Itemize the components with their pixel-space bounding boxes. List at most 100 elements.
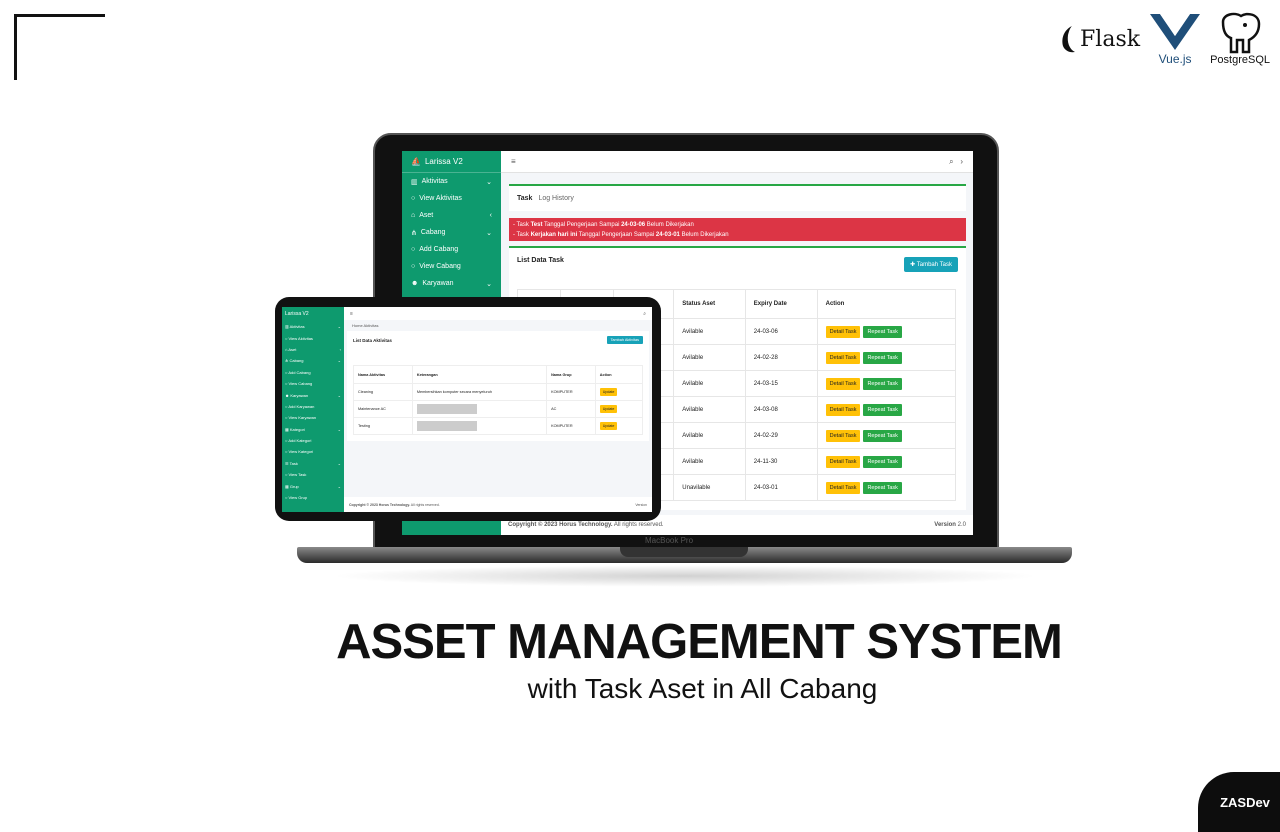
- chevron-icon: ⌄: [486, 229, 492, 237]
- tablet-sidebar-item[interactable]: ○ Add Kategori: [282, 435, 344, 446]
- tablet-menu-icon[interactable]: ≡: [350, 310, 353, 317]
- tab-log-history[interactable]: Log History: [538, 195, 574, 202]
- detail-task-button[interactable]: Detail Task: [825, 429, 861, 442]
- tablet-sidebar-label: Add Karyawan: [288, 403, 315, 409]
- topbar-right: ⌕ ›: [949, 157, 963, 167]
- detail-task-button[interactable]: Detail Task: [825, 351, 861, 364]
- column-header: Status Aset: [673, 289, 746, 319]
- expiry-cell: 24-03-01: [744, 474, 818, 501]
- tablet-sidebar-item[interactable]: ⌂ Aset‹: [282, 344, 344, 355]
- sitemap-icon: ⋔: [285, 358, 290, 364]
- repeat-task-button[interactable]: Repeat Task: [863, 351, 902, 364]
- tablet-sidebar-item[interactable]: ○ View Task: [282, 469, 344, 480]
- circle-icon: ○: [285, 381, 289, 387]
- alert-pre: - Task: [513, 222, 531, 228]
- chevron-icon: ⌄: [337, 426, 341, 432]
- update-button[interactable]: Update: [599, 405, 618, 413]
- sidebar-item[interactable]: ○Add Cabang: [402, 241, 501, 258]
- tablet-sidebar-item[interactable]: ○ Add Karyawan: [282, 401, 344, 412]
- repeat-task-button[interactable]: Repeat Task: [863, 481, 902, 494]
- desc-cell: [411, 417, 548, 435]
- search-icon[interactable]: ⌕: [949, 156, 954, 166]
- expiry-cell: 24-02-28: [744, 344, 818, 371]
- sidebar-item[interactable]: ○View Aktivitas: [402, 190, 501, 207]
- status-cell: Avilable: [673, 448, 746, 475]
- users-icon: ☻: [411, 280, 419, 287]
- alert-post: Belum Dikerjakan: [645, 222, 694, 228]
- chart-icon: ▥: [285, 324, 290, 330]
- chevron-icon: ⌄: [486, 178, 492, 186]
- sidebar-item-left: ○View Cabang: [411, 263, 461, 270]
- tablet-sidebar-item[interactable]: ▦ Kategori⌄: [282, 424, 344, 435]
- laptop-model: MacBook Pro: [645, 536, 694, 545]
- tablet-brand-label: Larissa V2: [285, 311, 309, 317]
- tablet-sidebar-item[interactable]: ⋔ Cabang⌄: [282, 355, 344, 366]
- tablet-sidebar-label: Add Cabang: [288, 369, 311, 375]
- tablet-sidebar-item[interactable]: ▦ Grup⌄: [282, 480, 344, 491]
- sidebar-brand[interactable]: ⛵ Larissa V2: [402, 151, 501, 173]
- chevron-right-icon[interactable]: ›: [960, 156, 963, 166]
- circle-icon: ○: [285, 415, 289, 421]
- add-activity-button[interactable]: Tambah Aktivitas: [606, 336, 643, 344]
- detail-task-button[interactable]: Detail Task: [825, 403, 861, 416]
- sidebar-item-label: Aktivitas: [421, 178, 448, 185]
- repeat-task-button[interactable]: Repeat Task: [863, 455, 902, 468]
- grid-icon: ▦: [285, 483, 290, 489]
- tablet-sidebar-item[interactable]: ○ View Kategori: [282, 446, 344, 457]
- tablet-sidebar-item[interactable]: ○ View Aktivitas: [282, 332, 344, 343]
- detail-task-button[interactable]: Detail Task: [825, 455, 861, 468]
- alert-post: Belum Dikerjakan: [679, 232, 729, 238]
- sidebar-item[interactable]: ⌂Aset‹: [402, 207, 501, 224]
- tablet-sidebar-item[interactable]: ○ View Karyawan: [282, 412, 344, 423]
- desc-cell: Membersihkan komputer secara menyeluruh: [411, 383, 548, 401]
- menu-icon[interactable]: ≡: [511, 157, 516, 166]
- sidebar-item-left: ○View Aktivitas: [411, 195, 462, 202]
- activity-card: List Data Aktivitas Tambah Aktivitas Nam…: [347, 331, 649, 441]
- sidebar-item[interactable]: ○View Cabang: [402, 258, 501, 275]
- repeat-task-button[interactable]: Repeat Task: [863, 325, 902, 338]
- detail-task-button[interactable]: Detail Task: [825, 377, 861, 390]
- tablet-sidebar-item[interactable]: ○ Add Cabang: [282, 367, 344, 378]
- users-icon: ☻: [285, 392, 291, 398]
- tablet-copyright-rights: All rights reserved.: [410, 502, 440, 507]
- tablet-search-icon[interactable]: ⌕: [643, 310, 646, 317]
- tablet-sidebar-item[interactable]: ○ View Grup: [282, 492, 344, 503]
- sidebar-item[interactable]: ▥Aktivitas⌄: [402, 173, 501, 190]
- repeat-task-button[interactable]: Repeat Task: [863, 377, 902, 390]
- repeat-task-button[interactable]: Repeat Task: [863, 429, 902, 442]
- user-plus-icon: ✚: [910, 262, 916, 268]
- corner-frame: [14, 14, 105, 80]
- chevron-icon: ⌄: [337, 483, 341, 489]
- add-activity-label: Tambah Aktivitas: [610, 338, 640, 342]
- tablet-sidebar-item[interactable]: ☻ Karyawan⌄: [282, 389, 344, 400]
- detail-task-button[interactable]: Detail Task: [825, 481, 861, 494]
- tablet-card-title: List Data Aktivitas: [353, 338, 392, 343]
- tablet-sidebar-item[interactable]: ☰ Task⌄: [282, 458, 344, 469]
- status-cell: Unavilable: [673, 474, 746, 501]
- update-button[interactable]: Update: [599, 388, 618, 396]
- detail-task-button[interactable]: Detail Task: [825, 325, 861, 338]
- circle-icon: ○: [285, 369, 289, 375]
- tab-task[interactable]: Task: [517, 195, 533, 202]
- add-task-button[interactable]: ✚ Tambah Task: [904, 257, 958, 272]
- repeat-task-button[interactable]: Repeat Task: [863, 403, 902, 416]
- sidebar-item[interactable]: ⋔Cabang⌄: [402, 224, 501, 241]
- update-button[interactable]: Update: [599, 422, 618, 430]
- tablet-sidebar-left: ⋔ Cabang: [285, 358, 303, 363]
- tablet-sidebar-label: Cabang: [289, 358, 304, 364]
- sidebar-item[interactable]: ☻Karyawan⌄: [402, 275, 501, 292]
- tablet-sidebar-item[interactable]: ○ View Cabang: [282, 378, 344, 389]
- laptop-notch: [620, 547, 748, 557]
- tablet-sidebar-label: View Aktivitas: [288, 335, 313, 341]
- tablet-sidebar-item[interactable]: ▥ Aktivitas⌄: [282, 321, 344, 332]
- version: Version 2.0: [934, 522, 966, 528]
- column-header: Action: [816, 289, 957, 319]
- tablet-brand[interactable]: Larissa V2: [282, 307, 344, 321]
- circle-icon: ○: [411, 263, 416, 270]
- tablet-sidebar-label: Aktivitas: [289, 324, 305, 330]
- tablet-sidebar-label: View Cabang: [288, 381, 313, 387]
- expiry-cell: 24-03-08: [744, 396, 818, 423]
